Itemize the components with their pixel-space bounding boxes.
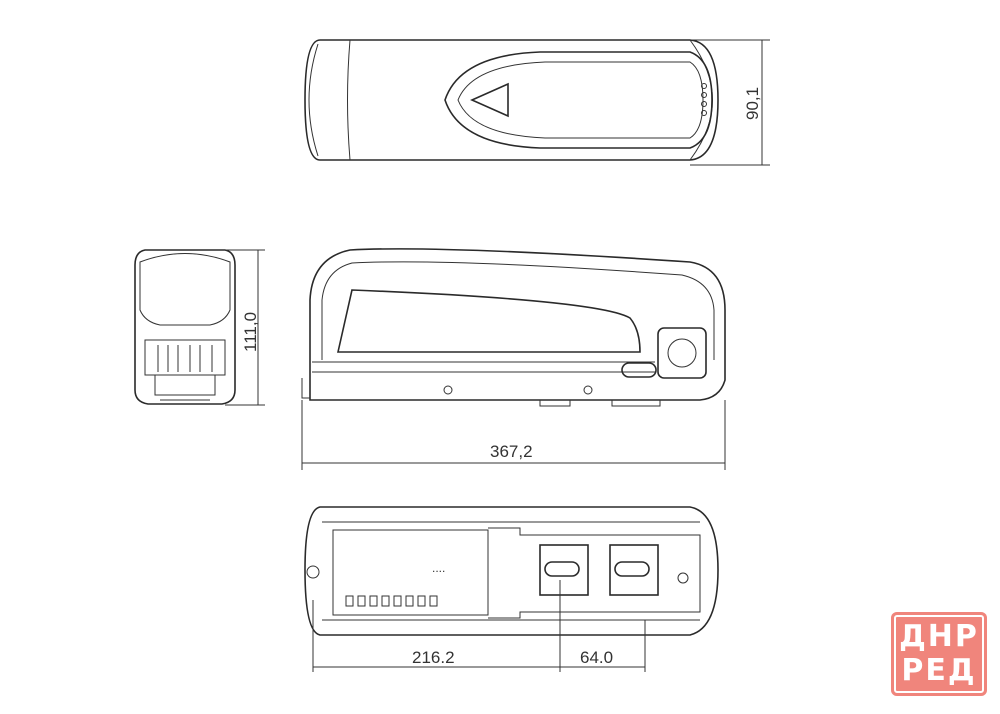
bottom-view: .... 216.2 64.0 <box>304 506 719 672</box>
watermark-line1: ДНР <box>899 619 979 654</box>
watermark-logo: ДНР РЕД <box>891 612 987 696</box>
dimension-height-top: 90,1 <box>743 87 762 120</box>
mount-slot-1 <box>539 544 589 596</box>
triangle-emblem <box>470 82 509 118</box>
watermark-line2: РЕД <box>901 653 977 688</box>
svg-text:....: .... <box>432 561 445 575</box>
side-view: 367,2 <box>301 248 726 470</box>
dimension-mount-spacing: 64.0 <box>580 648 613 667</box>
dimension-length: 367,2 <box>490 442 533 461</box>
charge-port <box>657 327 707 379</box>
contact-row <box>345 595 438 607</box>
latch <box>621 362 657 378</box>
mount-slot-2 <box>609 544 659 596</box>
indicator-dots <box>701 83 707 116</box>
dimension-mount-offset: 216.2 <box>412 648 455 667</box>
dimension-height-side: 111,0 <box>241 312 260 352</box>
top-view: 90,1 <box>304 39 770 166</box>
end-view: 111,0 <box>134 249 265 406</box>
